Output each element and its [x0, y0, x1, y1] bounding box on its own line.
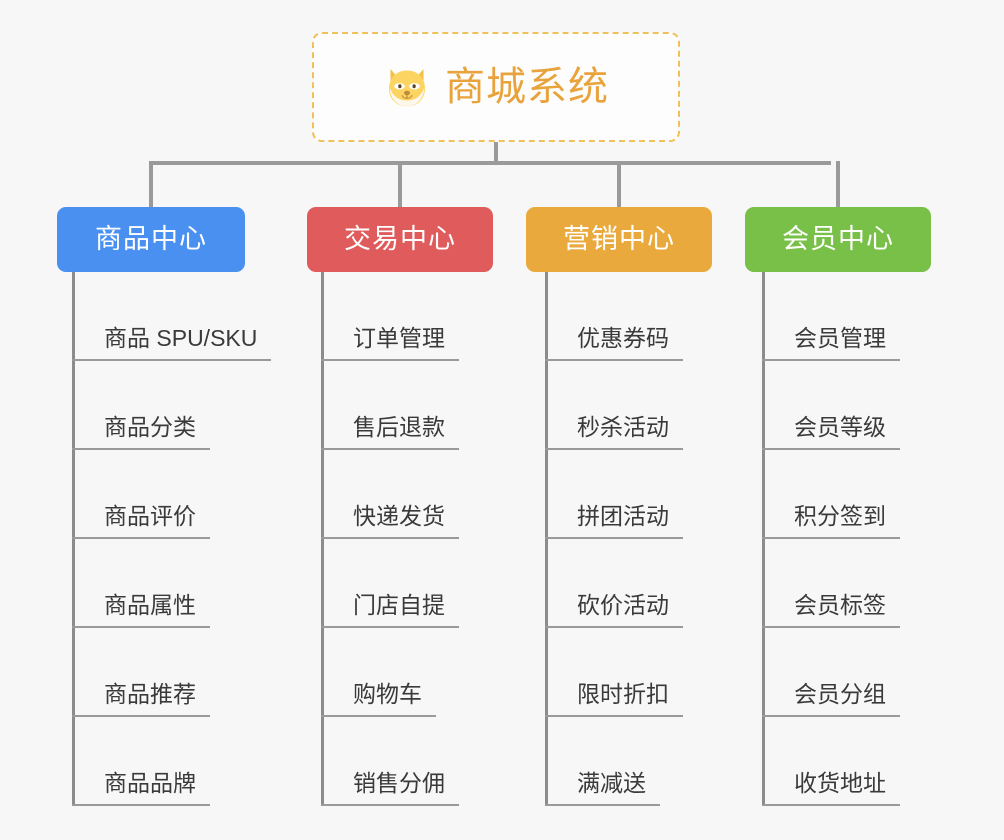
leaf-trunk-marketing-center — [545, 272, 548, 806]
leaf-item-label: 快递发货 — [321, 505, 459, 539]
leaf-item[interactable]: 门店自提 — [321, 539, 459, 628]
leaf-item[interactable]: 优惠券码 — [545, 272, 683, 361]
leaf-item-label: 销售分佣 — [321, 772, 459, 806]
leaf-item-label: 会员标签 — [762, 594, 900, 628]
leaf-item[interactable]: 快递发货 — [321, 450, 459, 539]
leaf-item[interactable]: 会员分组 — [762, 628, 900, 717]
leaf-item-label: 优惠券码 — [545, 327, 683, 361]
leaf-item-label: 会员分组 — [762, 683, 900, 717]
leaf-item[interactable]: 商品品牌 — [72, 717, 210, 806]
leaf-item-label: 售后退款 — [321, 416, 459, 450]
group-label-trade-center: 交易中心 — [344, 224, 456, 254]
leaf-item-label: 收货地址 — [762, 772, 900, 806]
leaf-item[interactable]: 积分签到 — [762, 450, 900, 539]
leaf-item[interactable]: 购物车 — [321, 628, 436, 717]
group-box-member-center[interactable]: 会员中心 — [745, 207, 931, 272]
leaf-item[interactable]: 砍价活动 — [545, 539, 683, 628]
leaf-item-label: 订单管理 — [321, 327, 459, 361]
group-box-product-center[interactable]: 商品中心 — [57, 207, 245, 272]
connector-root-stem — [494, 142, 498, 164]
leaf-item-label: 商品推荐 — [72, 683, 210, 717]
connector-drop-trade-center — [398, 161, 402, 209]
leaf-item[interactable]: 售后退款 — [321, 361, 459, 450]
leaf-item[interactable]: 会员标签 — [762, 539, 900, 628]
leaf-item-label: 购物车 — [321, 683, 436, 717]
connector-horizontal-bus — [149, 161, 831, 165]
leaf-item[interactable]: 订单管理 — [321, 272, 459, 361]
leaf-item-label: 限时折扣 — [545, 683, 683, 717]
leaf-item-label: 拼团活动 — [545, 505, 683, 539]
leaf-item-label: 商品属性 — [72, 594, 210, 628]
leaf-item[interactable]: 商品 SPU/SKU — [72, 272, 272, 361]
leaf-trunk-product-center — [72, 272, 75, 806]
leaf-item-label: 商品 SPU/SKU — [72, 327, 272, 361]
leaf-item[interactable]: 拼团活动 — [545, 450, 683, 539]
leaf-item-label: 商品品牌 — [72, 772, 210, 806]
leaf-item[interactable]: 商品评价 — [72, 450, 210, 539]
group-label-product-center: 商品中心 — [95, 224, 207, 254]
leaf-item[interactable]: 限时折扣 — [545, 628, 683, 717]
leaf-item[interactable]: 商品推荐 — [72, 628, 210, 717]
leaf-item-label: 门店自提 — [321, 594, 459, 628]
leaf-item-label: 满减送 — [545, 772, 660, 806]
leaf-item[interactable]: 收货地址 — [762, 717, 900, 806]
leaf-trunk-trade-center — [321, 272, 324, 806]
leaf-item-label: 秒杀活动 — [545, 416, 683, 450]
leaf-item[interactable]: 会员等级 — [762, 361, 900, 450]
group-box-marketing-center[interactable]: 营销中心 — [526, 207, 712, 272]
leaf-item-label: 商品分类 — [72, 416, 210, 450]
leaf-item[interactable]: 商品属性 — [72, 539, 210, 628]
shiba-dog-icon — [389, 69, 425, 107]
leaf-item-label: 砍价活动 — [545, 594, 683, 628]
connector-drop-marketing-center — [617, 161, 621, 209]
connector-drop-product-center — [149, 161, 153, 209]
leaf-item[interactable]: 秒杀活动 — [545, 361, 683, 450]
leaf-item[interactable]: 商品分类 — [72, 361, 210, 450]
leaf-item-label: 会员管理 — [762, 327, 900, 361]
group-box-trade-center[interactable]: 交易中心 — [307, 207, 493, 272]
leaf-item-label: 商品评价 — [72, 505, 210, 539]
group-label-marketing-center: 营销中心 — [563, 224, 675, 254]
root-title: 商城系统 — [445, 65, 609, 109]
leaf-item-label: 会员等级 — [762, 416, 900, 450]
leaf-item-label: 积分签到 — [762, 505, 900, 539]
leaf-item[interactable]: 会员管理 — [762, 272, 900, 361]
connector-drop-member-center — [836, 161, 840, 209]
leaf-item[interactable]: 满减送 — [545, 717, 660, 806]
leaf-trunk-member-center — [762, 272, 765, 806]
root-node-shop-system[interactable]: 商城系统 — [312, 32, 680, 142]
leaf-item[interactable]: 销售分佣 — [321, 717, 459, 806]
group-label-member-center: 会员中心 — [782, 224, 894, 254]
